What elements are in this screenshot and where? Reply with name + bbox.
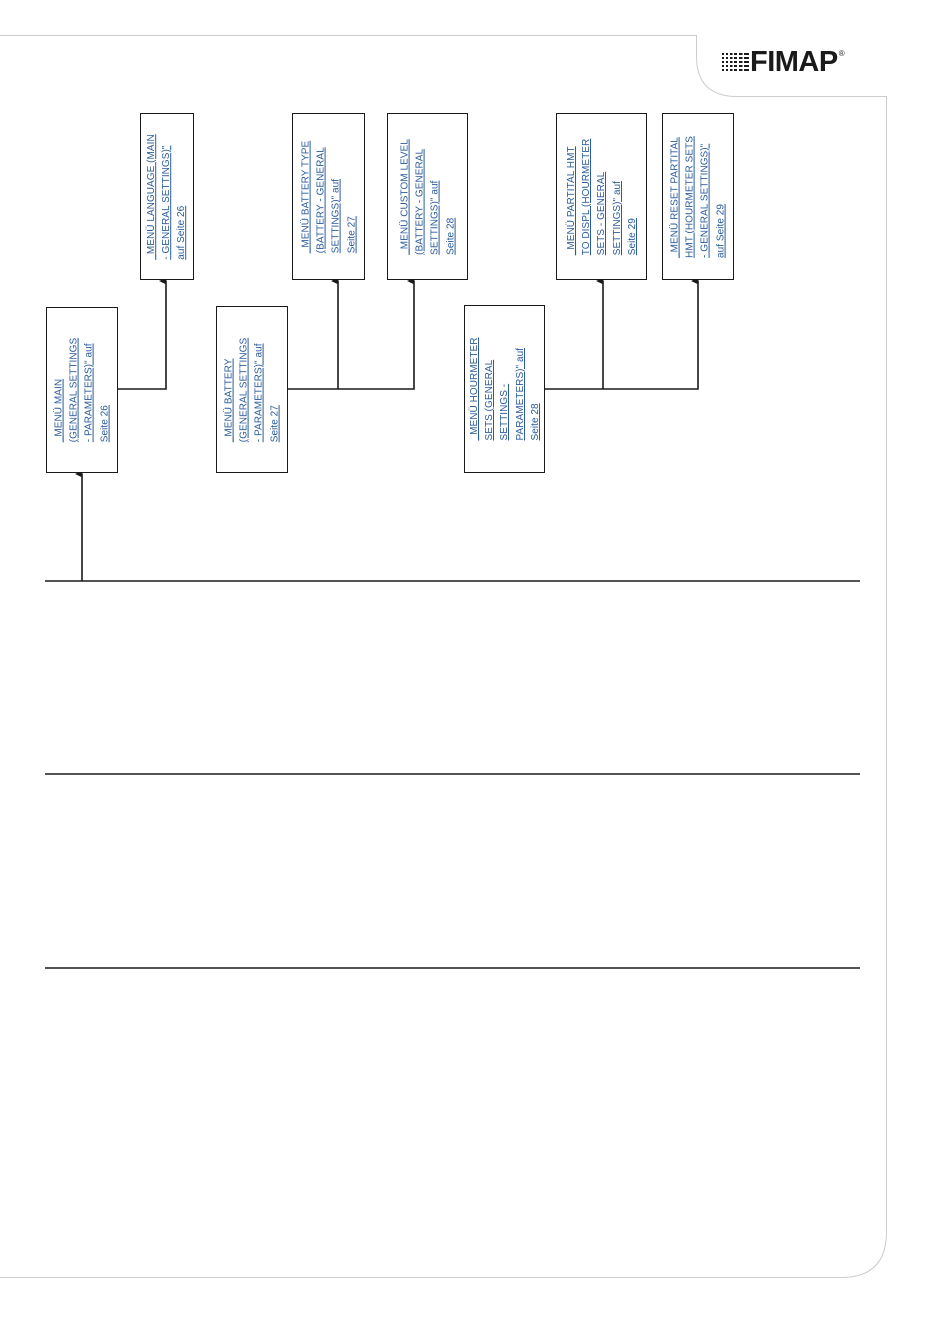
dot-grid-icon <box>722 53 749 71</box>
registered-mark: ® <box>838 49 845 58</box>
menu-box-partital-hmt[interactable]: _MENÜ PARTITAL HMT TO DISPL (HOURMETER S… <box>556 113 647 280</box>
menu-box-battery-type[interactable]: _MENÜ BATTERY TYPE (BATTERY - GENERAL SE… <box>292 113 365 280</box>
menu-box-reset-partital[interactable]: _MENÜ RESET PARTITAL HMT (HOURMETER SETS… <box>662 113 734 280</box>
menu-link-language[interactable]: _MENÜ LANGUAGE (MAIN - GENERAL SETTINGS)… <box>146 133 188 260</box>
menu-box-battery[interactable]: _MENÜ BATTERY (GENERAL SETTINGS - PARAME… <box>216 306 288 473</box>
menu-link-battery-type[interactable]: _MENÜ BATTERY TYPE (BATTERY - GENERAL SE… <box>300 140 357 253</box>
menu-link-hourmeter-sets[interactable]: _MENÜ HOURMETER SETS (GENERAL SETTINGS -… <box>468 337 541 441</box>
menu-box-hourmeter-sets[interactable]: _MENÜ HOURMETER SETS (GENERAL SETTINGS -… <box>464 305 545 473</box>
menu-link-battery[interactable]: _MENÜ BATTERY (GENERAL SETTINGS - PARAME… <box>223 337 281 442</box>
menu-link-partital-hmt[interactable]: _MENÜ PARTITAL HMT TO DISPL (HOURMETER S… <box>565 138 638 255</box>
connector-arrow <box>118 277 167 390</box>
menu-box-custom-level[interactable]: _MENÜ CUSTOM LEVEL (BATTERY - GENERAL SE… <box>387 113 468 280</box>
menu-box-main[interactable]: _MENÜ MAIN (GENERAL SETTINGS - PARAMETER… <box>46 307 118 473</box>
logo-wordmark: FIMAP <box>750 45 838 78</box>
connector-arrow <box>545 277 699 390</box>
menu-link-main[interactable]: _MENÜ MAIN (GENERAL SETTINGS - PARAMETER… <box>53 337 111 443</box>
menu-link-custom-level[interactable]: _MENÜ CUSTOM LEVEL (BATTERY - GENERAL SE… <box>399 138 456 255</box>
fimap-logo: FIMAP ® <box>722 44 845 80</box>
menu-box-language[interactable]: _MENÜ LANGUAGE (MAIN - GENERAL SETTINGS)… <box>140 113 194 280</box>
menu-link-reset-partital[interactable]: _MENÜ RESET PARTITAL HMT (HOURMETER SETS… <box>669 135 727 258</box>
connector-arrow <box>288 277 415 390</box>
